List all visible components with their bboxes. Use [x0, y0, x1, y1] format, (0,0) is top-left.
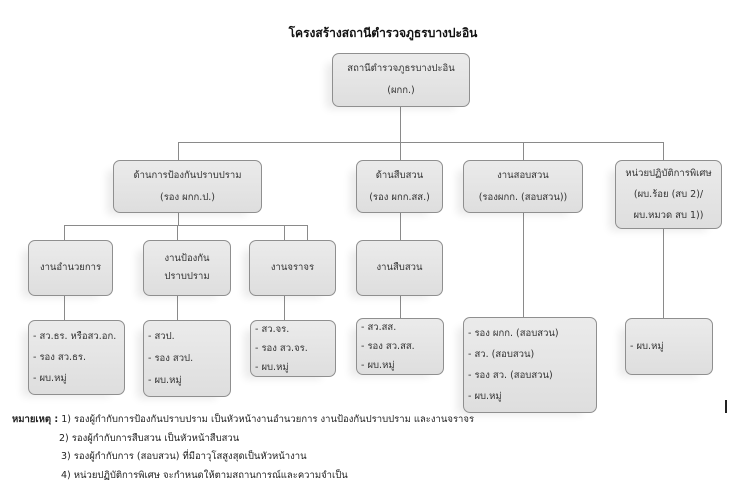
- box-line: (รอง ผกก.สส.): [369, 191, 430, 203]
- note-item: 2) รองผู้กำกับการสืบสวน เป็นหัวหน้าสืบสว…: [59, 432, 240, 444]
- box-line: - ผบ.หมู่: [361, 360, 395, 371]
- box-line: ด้านสืบสวน: [375, 169, 424, 181]
- traffic-staff-box[interactable]: - สว.จร. - รอง สว.จร. - ผบ.หมู่: [250, 320, 336, 377]
- box-line: - รอง สว.สส.: [361, 341, 415, 352]
- box-line: - ผบ.หมู่: [468, 391, 502, 402]
- box-line: สถานีตำรวจภูธรบางปะอิน: [347, 63, 455, 74]
- text-cursor: [725, 400, 727, 413]
- box-line: - สว.จร.: [255, 324, 290, 335]
- box-line: ผบ.หมวด สบ 1)): [633, 210, 704, 221]
- inquiry-staff-box[interactable]: - รอง ผกก. (สอบสวน) - สว. (สอบสวน) - รอง…: [463, 317, 597, 413]
- box-line: งานจราจร: [270, 262, 315, 273]
- connector: [307, 225, 308, 240]
- connector: [178, 142, 664, 143]
- connector: [663, 142, 664, 318]
- box-line: - สว. (สอบสวน): [468, 349, 535, 360]
- box-line: - รอง สว. (สอบสวน): [468, 370, 553, 381]
- box-line: - รอง สวป.: [148, 352, 194, 364]
- investigation-unit-box[interactable]: งานสืบสวน: [356, 240, 443, 296]
- box-line: - สวป.: [148, 330, 175, 342]
- box-line: - ผบ.หมู่: [255, 362, 289, 373]
- prevention-staff-box[interactable]: - สวป. - รอง สวป. - ผบ.หมู่: [143, 320, 231, 397]
- box-line: (ผบ.ร้อย (สบ 2)/: [633, 189, 704, 200]
- box-line: ด้านการป้องกันปราบปราม: [133, 169, 242, 181]
- box-line: งานป้องกัน: [164, 253, 210, 264]
- inquiry-box[interactable]: งานสอบสวน (รองผกก. (สอบสวน)): [463, 160, 583, 213]
- box-line: งานสอบสวน: [497, 169, 549, 181]
- special-ops-box[interactable]: หน่วยปฏิบัติการพิเศษ (ผบ.ร้อย (สบ 2)/ ผบ…: [615, 160, 722, 229]
- box-line: - รอง ผกก. (สอบสวน): [468, 328, 559, 339]
- investigation-box[interactable]: ด้านสืบสวน (รอง ผกก.สส.): [356, 160, 443, 213]
- box-line: (รอง ผกก.ป.): [159, 191, 216, 203]
- station-box[interactable]: สถานีตำรวจภูธรบางปะอิน (ผกก.): [332, 53, 470, 107]
- note-item: 4) หน่วยปฏิบัติการพิเศษ จะกำหนดให้ตามสถา…: [61, 469, 348, 481]
- box-line: - สว.ธร. หรือสว.อก.: [33, 331, 117, 342]
- connector: [178, 213, 179, 225]
- box-line: (รองผกก. (สอบสวน)): [478, 191, 568, 203]
- administration-staff-box[interactable]: - สว.ธร. หรือสว.อก. - รอง สว.ธร. - ผบ.หม…: [28, 320, 125, 395]
- note-item: 3) รองผู้กำกับการ (สอบสวน) ที่มีอาวุโสสู…: [61, 451, 307, 462]
- box-line: - สว.สส.: [361, 322, 397, 333]
- notes: หมายเหตุ : 1) รองผู้กำกับการป้องกันปราบป…: [12, 411, 474, 485]
- connector: [64, 225, 307, 226]
- box-line: (ผกก.): [387, 85, 415, 96]
- box-line: - รอง สว.ธร.: [33, 352, 86, 363]
- note-item: 1) รองผู้กำกับการป้องกันปราบปราม เป็นหัว…: [61, 414, 475, 425]
- box-line: งานสืบสวน: [376, 262, 423, 273]
- connector: [523, 142, 524, 317]
- chart-title: โครงสร้างสถานีตำรวจภูธรบางปะอิน: [288, 26, 478, 40]
- connector: [400, 142, 401, 160]
- box-line: - ผบ.หมู่: [33, 373, 67, 384]
- box-line: - ผบ.หมู่: [630, 340, 664, 352]
- special-ops-staff-box[interactable]: - ผบ.หมู่: [625, 318, 713, 375]
- traffic-box[interactable]: งานจราจร: [249, 240, 336, 296]
- box-line: - ผบ.หมู่: [148, 374, 182, 386]
- box-line: ปราบปราม: [164, 271, 210, 282]
- connector: [178, 142, 179, 160]
- notes-label: หมายเหตุ :: [12, 414, 59, 425]
- connector: [400, 107, 401, 142]
- prevention-box[interactable]: งานป้องกัน ปราบปราม: [143, 240, 231, 296]
- box-line: - รอง สว.จร.: [255, 343, 308, 354]
- prevention-suppression-box[interactable]: ด้านการป้องกันปราบปราม (รอง ผกก.ป.): [113, 160, 262, 213]
- box-line: งานอำนวยการ: [39, 262, 102, 273]
- investigation-staff-box[interactable]: - สว.สส. - รอง สว.สส. - ผบ.หมู่: [356, 318, 444, 375]
- box-line: หน่วยปฏิบัติการพิเศษ: [625, 168, 712, 179]
- administration-box[interactable]: งานอำนวยการ: [28, 240, 113, 296]
